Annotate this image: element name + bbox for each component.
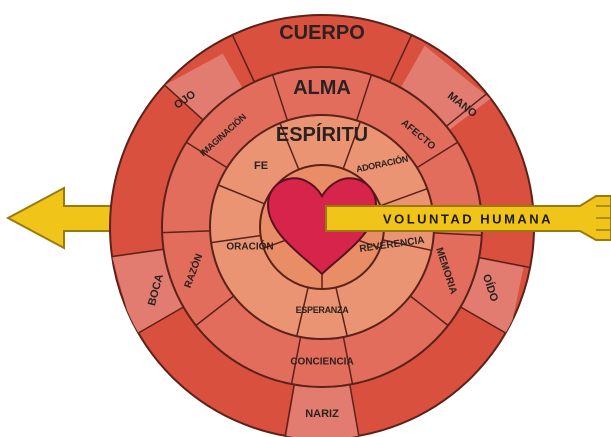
sector-divider [409, 295, 449, 327]
sector-divider [138, 306, 184, 334]
sector-divider [231, 34, 256, 83]
sector-divider [342, 121, 362, 169]
sector-divider [380, 187, 428, 207]
fe-label: FE [254, 160, 268, 172]
sector-divider [460, 306, 506, 334]
sector-divider [195, 295, 235, 327]
voluntad-humana-arrow: VOLUNTAD HUMANA [325, 195, 611, 241]
nariz-label: NARIZ [305, 408, 339, 420]
sector-divider [382, 239, 432, 252]
sector-divider [478, 256, 531, 269]
oracion-label: ORACIÓN [226, 240, 273, 253]
sector-divider [279, 122, 300, 170]
sector-divider [163, 84, 204, 121]
sector-divider [335, 287, 348, 337]
sector-divider [217, 184, 265, 205]
sector-divider [416, 141, 459, 169]
sector-divider [284, 384, 295, 436]
sector-divider [388, 34, 413, 83]
sector-divider [445, 93, 488, 127]
sector-divider [433, 232, 482, 237]
cuerpo-label: CUERPO [279, 22, 365, 44]
sector-divider [290, 336, 302, 385]
sector-divider [185, 141, 228, 169]
sector-divider [111, 248, 164, 258]
sector-divider [342, 336, 354, 385]
espiritu-label: ESPÍRITU [276, 123, 368, 146]
sector-divider [271, 74, 289, 121]
sector-divider [355, 74, 373, 121]
sector-divider [349, 384, 360, 436]
esperanza-label: ESPERANZA [296, 305, 350, 315]
alma-label: ALMA [293, 77, 351, 99]
voluntad-humana-label: VOLUNTAD HUMANA [383, 212, 553, 227]
sector-divider [210, 234, 261, 244]
sector-divider [296, 287, 309, 337]
conciencia-label: CONCIENCIA [290, 357, 353, 368]
sector-divider [162, 230, 211, 234]
